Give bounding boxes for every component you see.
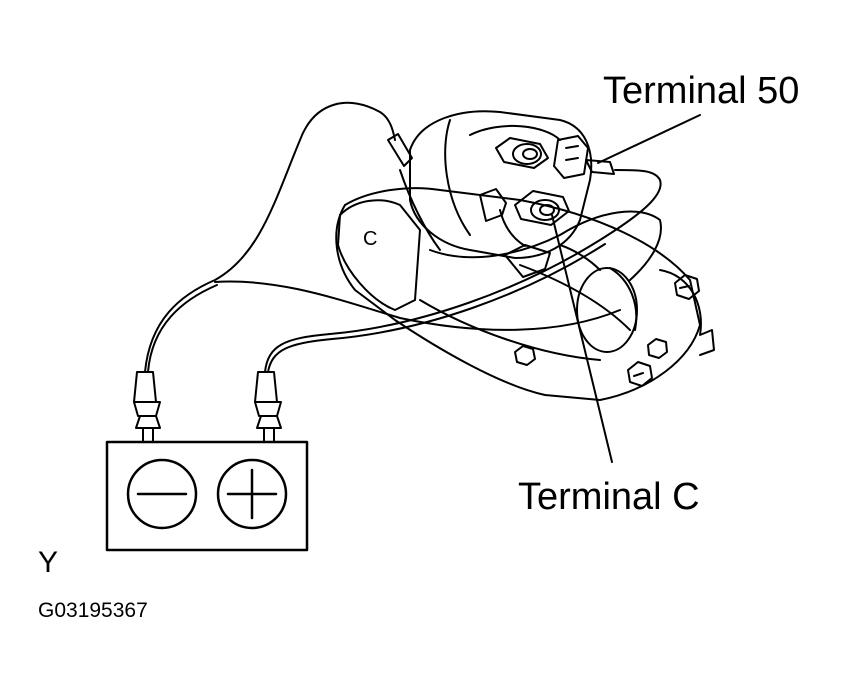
bolt-icon (628, 362, 652, 386)
figure-code: G03195367 (38, 599, 148, 622)
battery (107, 442, 307, 550)
starter-motor: C (336, 188, 714, 400)
test-lead-cross (215, 212, 661, 330)
terminal-50-label: Terminal 50 (603, 70, 800, 112)
flange-mark-icon: C (363, 228, 377, 250)
bolt-icon (648, 339, 667, 358)
test-lead-positive (265, 170, 661, 372)
terminal-c-stud (515, 191, 569, 225)
terminal-c-label: Terminal C (518, 476, 700, 518)
terminal-50-stud (496, 138, 548, 168)
clip-negative (134, 372, 160, 442)
leader-terminal-c (552, 215, 612, 462)
view-letter: Y (38, 546, 59, 579)
test-lead-negative (145, 103, 440, 372)
terminal-50-connector (554, 136, 614, 178)
minus-icon (128, 460, 196, 528)
bolt-icon (675, 275, 699, 299)
clip-positive (255, 372, 281, 442)
solenoid (410, 111, 614, 277)
leader-terminal-50 (598, 115, 700, 163)
plus-icon (218, 460, 286, 528)
bolt-icon (515, 346, 535, 365)
